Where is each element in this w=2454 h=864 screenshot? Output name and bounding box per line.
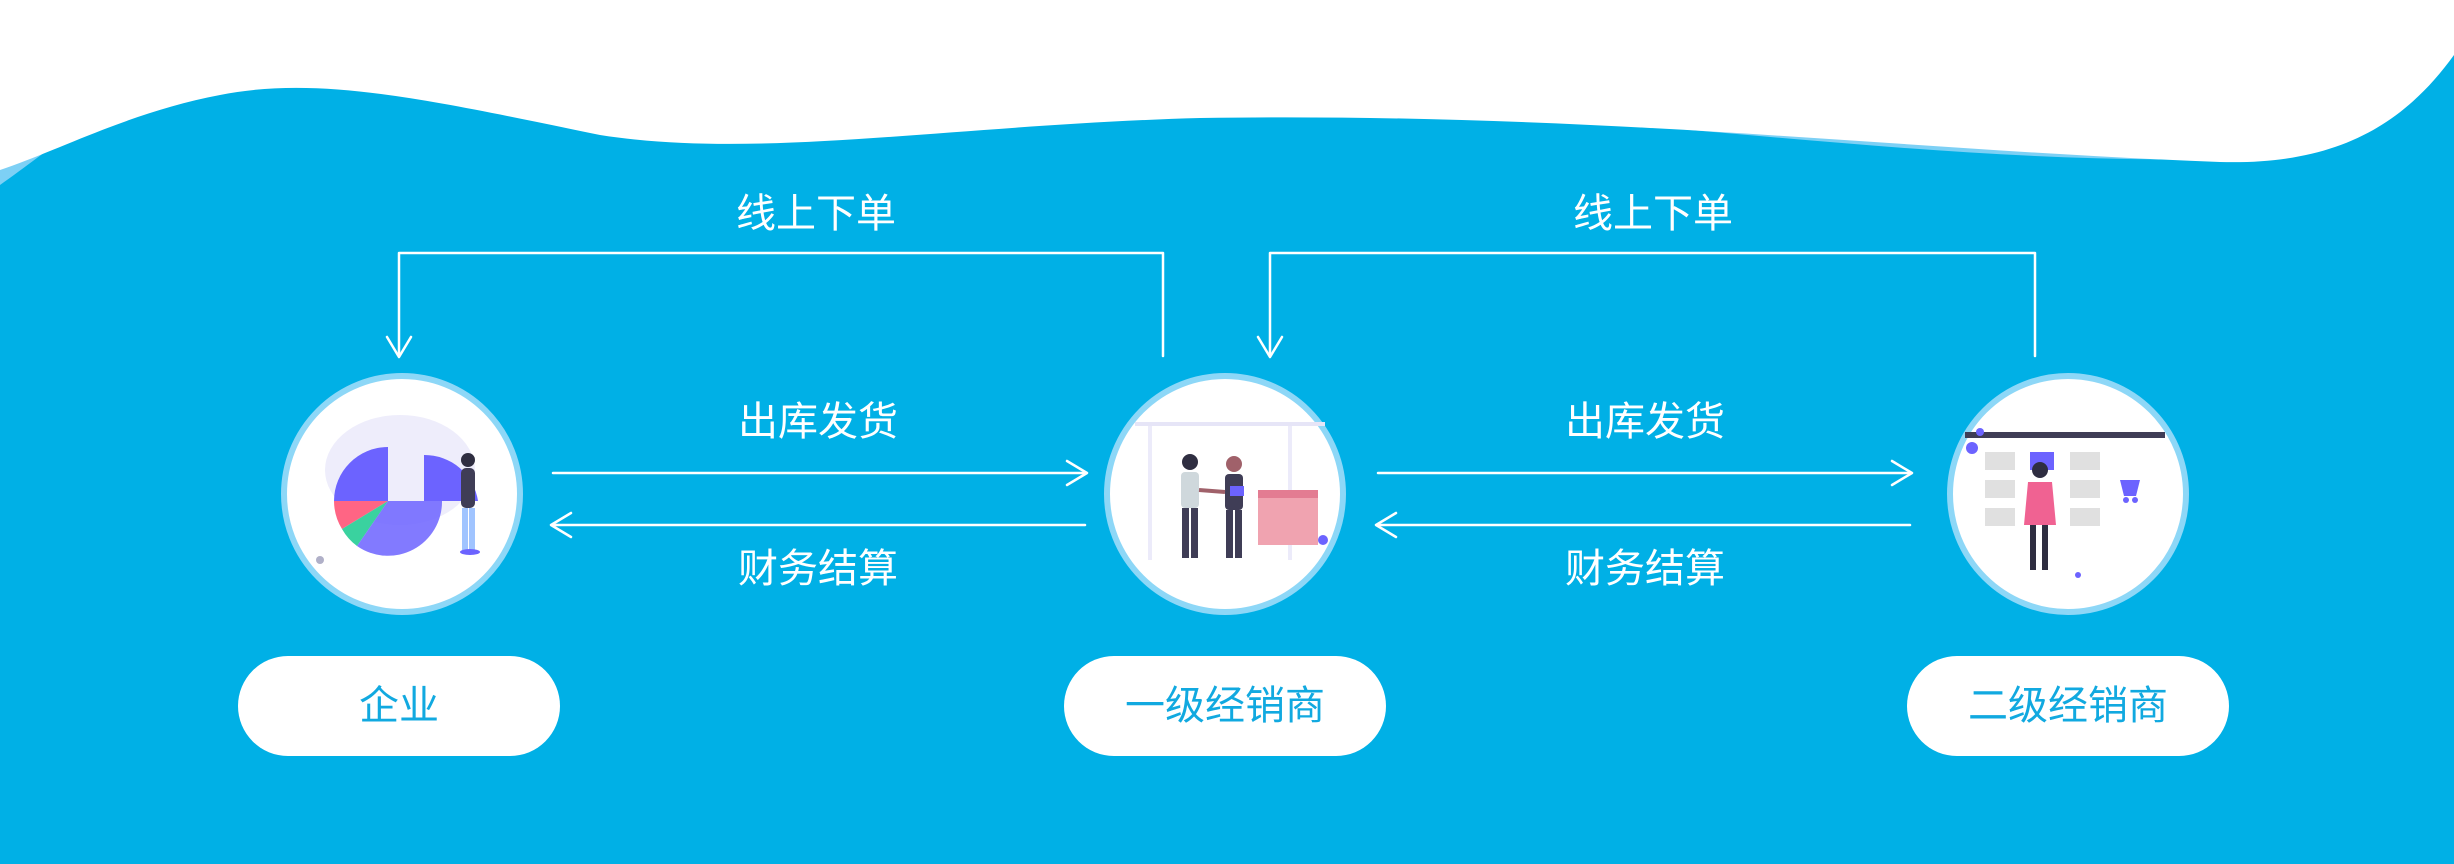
node-first-level-distributor-pill: 一级经销商 bbox=[1064, 656, 1386, 756]
settle-arrowhead-1 bbox=[549, 511, 573, 539]
order-arrowhead-2 bbox=[1256, 335, 1284, 359]
node-enterprise-pill: 企业 bbox=[238, 656, 560, 756]
flow-2-settle-label: 财务结算 bbox=[1565, 546, 1725, 592]
order-arrow-1 bbox=[397, 251, 1165, 358]
order-arrow-2 bbox=[1268, 251, 2037, 358]
flow-1-ship-label: 出库发货 bbox=[738, 399, 898, 445]
ship-arrowhead-1 bbox=[1065, 459, 1089, 487]
flow-connectors bbox=[385, 251, 2037, 539]
top-wave bbox=[0, 0, 2454, 185]
flow-2-ship-label: 出库发货 bbox=[1565, 399, 1725, 445]
shopping-shelf-woman-illustration bbox=[1947, 373, 2189, 615]
flow-2-order-label: 线上下单 bbox=[1573, 191, 1733, 237]
settle-arrowhead-2 bbox=[1374, 511, 1398, 539]
flow-1-settle-label: 财务结算 bbox=[738, 546, 898, 592]
flow-1-order-label: 线上下单 bbox=[736, 191, 896, 237]
pie-chart-person-illustration bbox=[281, 373, 523, 615]
node-second-level-distributor-pill: 二级经销商 bbox=[1907, 656, 2229, 756]
ship-arrowhead-2 bbox=[1890, 459, 1914, 487]
handshake-meeting-illustration bbox=[1104, 373, 1346, 615]
order-arrowhead-1 bbox=[385, 335, 413, 359]
